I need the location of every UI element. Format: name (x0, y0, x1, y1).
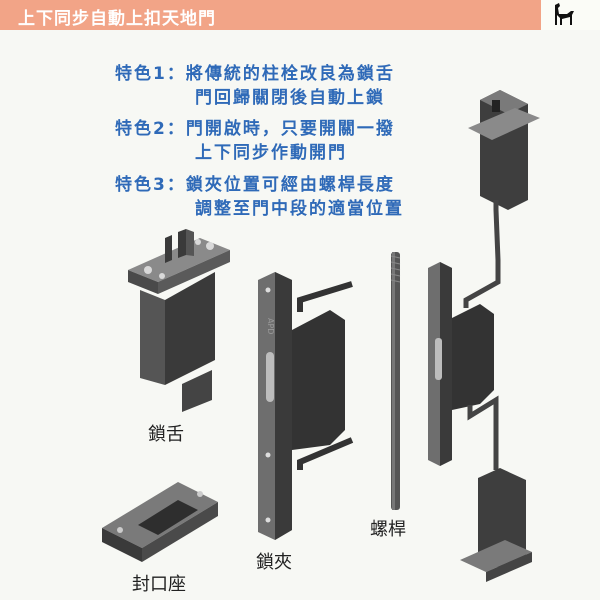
clamp-plate-mark: APD (266, 318, 275, 334)
feature-2-line-1: 門開啟時，只要開關一撥 (185, 119, 395, 139)
lock-bolt-drawing (128, 229, 230, 412)
feature-1-label: 特色1： (115, 64, 186, 84)
page-title: 上下同步自動上扣天地門 (18, 9, 216, 29)
caption-lock-clamp: 鎖夾 (256, 552, 292, 573)
assembled-lock-drawing (428, 90, 540, 582)
feature-1-line-1: 將傳統的柱栓改良為鎖舌 (185, 64, 395, 84)
header-strip (0, 0, 541, 30)
strike-plate-drawing (102, 482, 218, 562)
feature-3: 特色3：鎖夾位置可經由螺桿長度 調整至門中段的適當位置 (115, 173, 404, 221)
threaded-rod-drawing (390, 252, 401, 510)
feature-2: 特色2：門開啟時，只要開關一撥 上下同步作動開門 (115, 117, 395, 165)
feature-3-line-2: 調整至門中段的適當位置 (195, 199, 404, 219)
caption-threaded-rod: 螺桿 (370, 519, 406, 540)
header-banner: 上下同步自動上扣天地門 (0, 0, 600, 30)
feature-2-line-2: 上下同步作動開門 (195, 143, 347, 163)
lock-clamp-drawing: APD (258, 272, 354, 540)
greyhound-dog-logo-icon (555, 3, 574, 25)
feature-3-label: 特色3： (115, 175, 186, 195)
feature-2-label: 特色2： (115, 119, 186, 139)
feature-1: 特色1：將傳統的柱栓改良為鎖舌 門回歸關閉後自動上鎖 (115, 62, 395, 110)
feature-1-line-2: 門回歸關閉後自動上鎖 (195, 88, 385, 108)
caption-strike: 封口座 (132, 574, 186, 595)
caption-lock-bolt: 鎖舌 (148, 424, 184, 445)
feature-3-line-1: 鎖夾位置可經由螺桿長度 (185, 175, 395, 195)
